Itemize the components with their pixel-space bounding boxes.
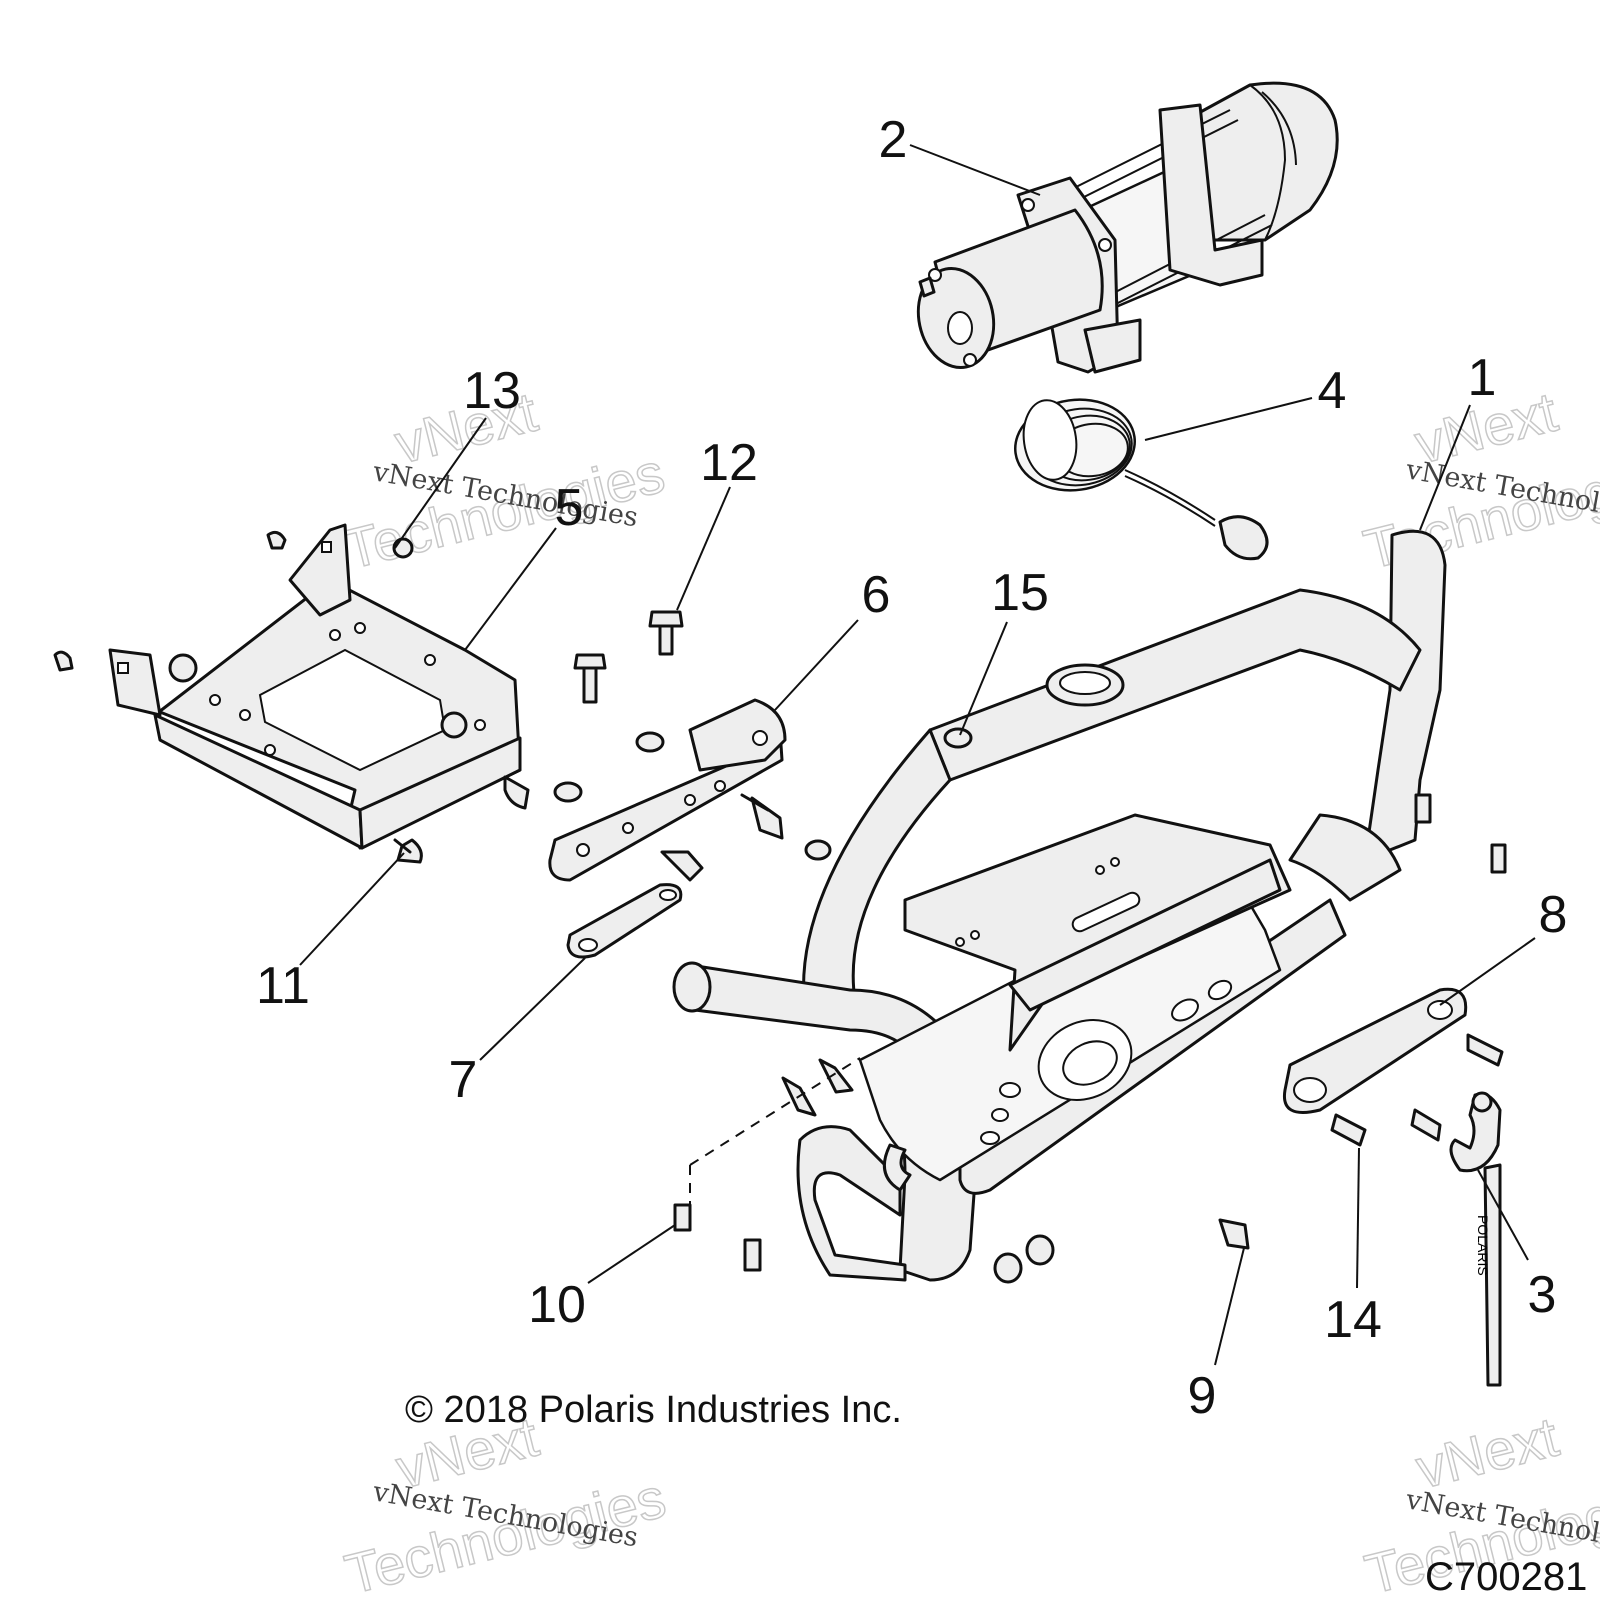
callout-5: 5	[555, 479, 584, 537]
hawse-fairlead-part	[1282, 987, 1468, 1114]
callout-2: 2	[879, 111, 908, 169]
callout-7: 7	[449, 1051, 478, 1109]
leader-line-1	[1419, 404, 1471, 531]
callout-8: 8	[1539, 886, 1568, 944]
callout-3: 3	[1528, 1266, 1557, 1324]
winch-mount-plate-part	[108, 523, 522, 850]
callout-9: 9	[1188, 1367, 1217, 1425]
roller-bracket-part	[548, 698, 787, 882]
leader-line-12	[676, 486, 731, 611]
front-bumper-part	[672, 529, 1447, 1282]
leader-line-13	[394, 417, 487, 549]
callout-11: 11	[256, 957, 310, 1015]
callout-4: 4	[1318, 362, 1347, 420]
link-bar-part	[566, 883, 683, 959]
winch-rope-part	[1014, 398, 1269, 561]
callout-13: 13	[463, 362, 521, 420]
leader-line-3	[1477, 1169, 1529, 1261]
winch-hook-part: POLARIS	[1449, 1091, 1502, 1387]
callout-14: 14	[1324, 1291, 1382, 1349]
leader-line-6	[774, 619, 859, 711]
leader-line-5	[464, 527, 557, 651]
callout-15: 15	[991, 564, 1049, 622]
callout-12: 12	[700, 434, 758, 492]
callout-6: 6	[862, 566, 891, 624]
leader-line-7	[479, 957, 586, 1061]
hook-strap-brand-mark: POLARIS	[1475, 1215, 1491, 1276]
leader-line-11	[299, 852, 405, 966]
figure-id: C700281	[1425, 1555, 1587, 1599]
leader-line-2	[909, 144, 1041, 196]
callout-leaders	[299, 144, 1536, 1366]
callout-10: 10	[528, 1276, 586, 1334]
leader-line-14	[1356, 1147, 1360, 1289]
svg-text:vNext: vNext	[1410, 1405, 1565, 1501]
leader-line-9	[1214, 1247, 1245, 1366]
leader-line-8	[1439, 937, 1536, 1006]
copyright-notice: © 2018 Polaris Industries Inc.	[405, 1389, 902, 1431]
leader-line-10	[587, 1224, 676, 1284]
fasteners	[53, 530, 1507, 1284]
callout-1: 1	[1468, 349, 1497, 407]
winch-part	[916, 81, 1339, 374]
leader-line-4	[1144, 397, 1313, 441]
leader-line-15	[959, 621, 1008, 736]
